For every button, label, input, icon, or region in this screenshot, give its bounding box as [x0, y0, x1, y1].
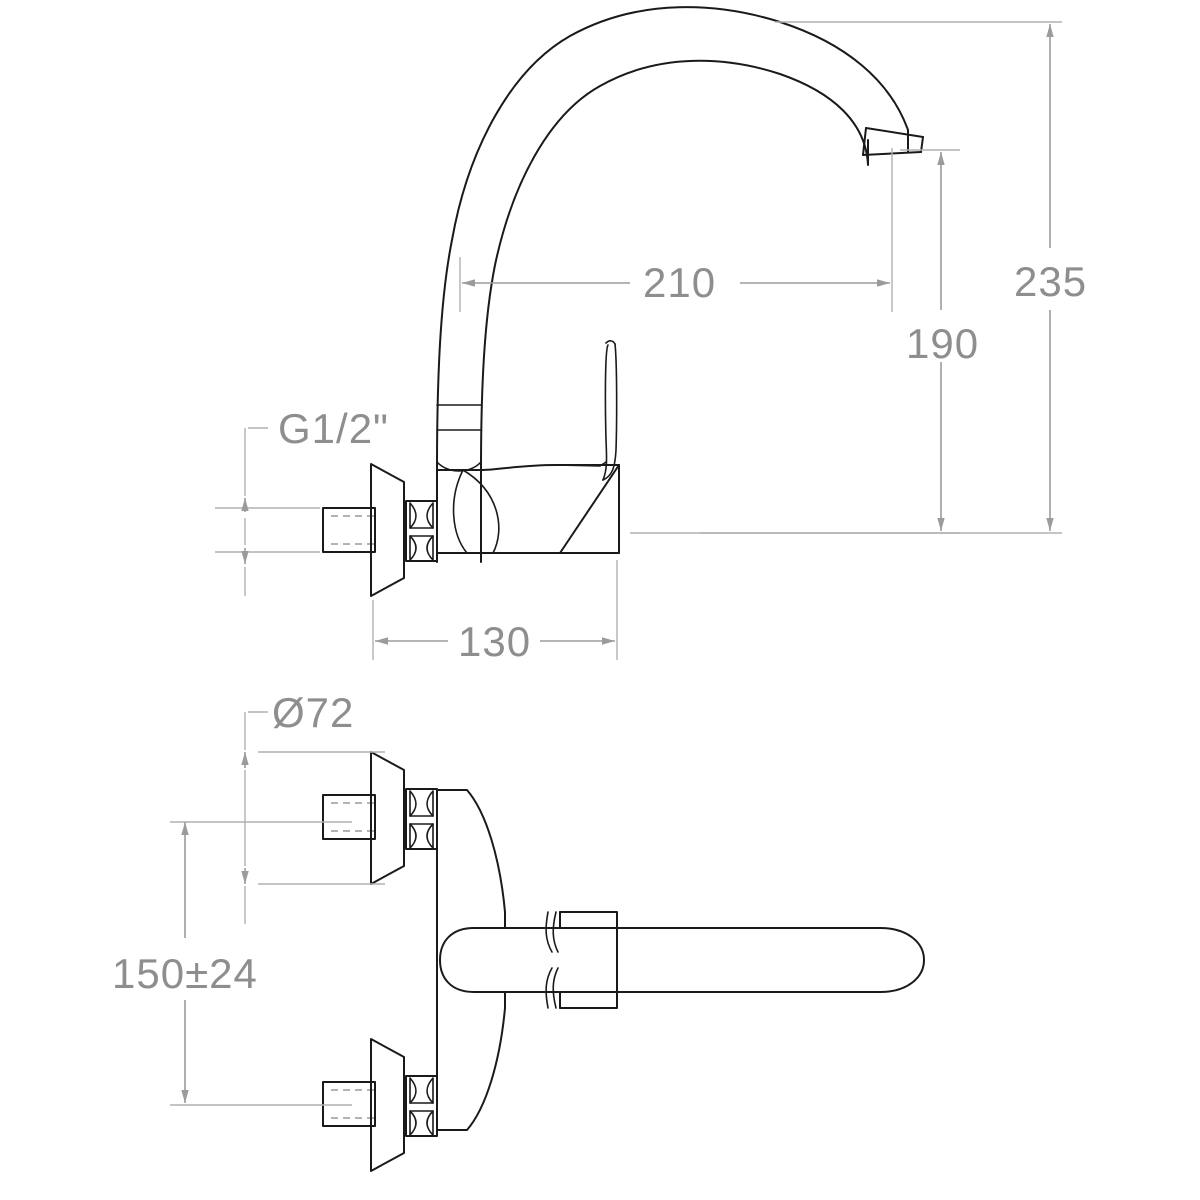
flange-diameter-dimension: Ø72 [241, 689, 385, 924]
spout-outlet-height-dimension-label: 190 [906, 320, 979, 367]
spout-reach-dimension-label: 210 [643, 259, 716, 306]
spout-reach-dimension: 210 [459, 148, 893, 312]
total-height-dimension-label: 235 [1014, 258, 1087, 305]
wall-inlet-assembly-plan-upper [322, 751, 438, 885]
side-elevation-view: 210 235 190 [215, 6, 1087, 665]
mixer-body-plan [436, 789, 618, 1131]
inlet-center-distance-dimension-label: 150±24 [112, 950, 258, 997]
top-plan-view: Ø72 150±24 [112, 689, 925, 1172]
wall-inlet-assembly-side [322, 463, 438, 597]
wall-inlet-assembly-plan-lower [322, 1038, 438, 1172]
mixer-body-side [436, 464, 620, 554]
inlet-center-distance-dimension: 150±24 [112, 821, 352, 1106]
thread-size-callout-label: G1/2" [278, 405, 389, 452]
lever-handle-side [555, 340, 618, 481]
flange-diameter-dimension-label: Ø72 [272, 689, 354, 736]
body-depth-dimension: 130 [372, 560, 618, 665]
spout-arc-outline [436, 6, 924, 471]
spout-outlet-height-dimension: 190 [700, 149, 979, 534]
body-depth-dimension-label: 130 [458, 618, 531, 665]
thread-size-callout: G1/2" [215, 405, 389, 596]
spout-plan [439, 927, 925, 993]
